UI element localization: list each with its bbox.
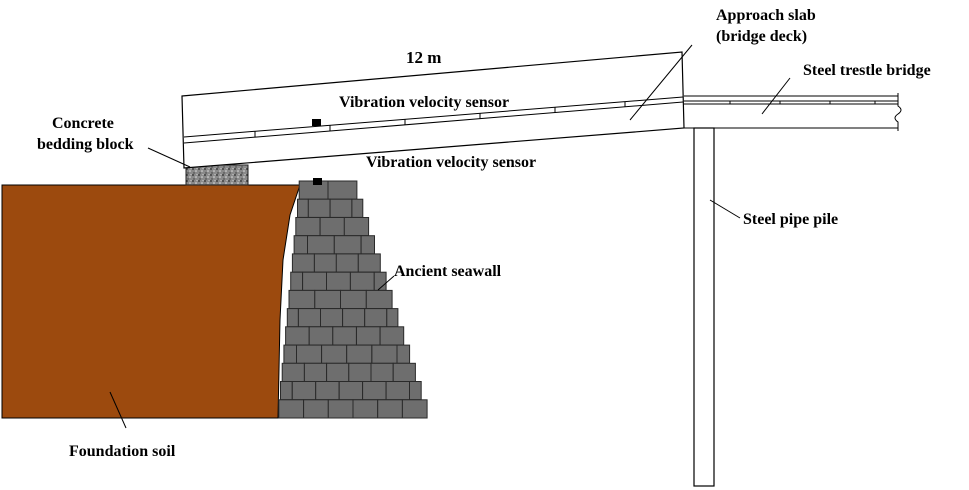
label-steel-trestle-bridge: Steel trestle bridge (803, 62, 931, 79)
seawall-brick (327, 399, 354, 419)
label-vibration-sensor-bottom: Vibration velocity sensor (366, 154, 536, 171)
seawall-brick (332, 326, 357, 346)
seawall-brick (283, 344, 297, 364)
label-ancient-seawall: Ancient seawall (394, 263, 502, 280)
seawall-brick (326, 271, 351, 291)
seawall-brick (288, 289, 316, 310)
label-bedding-block: bedding block (37, 136, 134, 153)
seawall-brick (349, 271, 375, 291)
seawall-brick (302, 271, 328, 291)
label-foundation-soil: Foundation soil (69, 443, 176, 460)
seawall-brick (321, 344, 348, 364)
seawall-brick (346, 344, 373, 364)
seawall-brick (333, 235, 362, 255)
seawall-brick (307, 198, 331, 218)
leader-approach-slab (629, 44, 693, 121)
seawall-brick (290, 271, 304, 291)
seawall-brick (297, 308, 321, 328)
vibration-sensor-slab (312, 119, 321, 126)
seawall-brick (326, 362, 350, 382)
label-dimension-12m: 12 m (406, 48, 441, 67)
seawall-brick (409, 381, 422, 401)
seawall-brick (370, 362, 394, 382)
seawall-brick (348, 362, 372, 382)
seawall-brick (342, 308, 366, 328)
ancient-seawall (278, 180, 428, 419)
seawall-brick (295, 217, 321, 237)
seawall-brick (291, 381, 317, 401)
label-steel-pipe-pile: Steel pipe pile (743, 211, 838, 228)
seawall-brick (351, 198, 364, 218)
seawall-brick (296, 344, 323, 364)
steel-trestle-bridge (684, 93, 902, 131)
seawall-brick (313, 253, 337, 273)
seawall-brick (280, 381, 293, 401)
seawall-brick (278, 399, 304, 419)
seawall-brick (319, 217, 345, 237)
seawall-brick (362, 381, 387, 401)
foundation-soil (1, 184, 301, 419)
seawall-brick (401, 399, 428, 419)
seawall-brick (371, 344, 398, 364)
leader-seawall (377, 275, 395, 291)
seawall-brick (352, 399, 379, 419)
seawall-brick (364, 308, 388, 328)
seawall-brick (365, 289, 393, 310)
label-vibration-sensor-top: Vibration velocity sensor (339, 94, 509, 111)
seawall-brick (281, 362, 305, 382)
seawall-brick (293, 235, 309, 255)
label-approach-slab-2: (bridge deck) (716, 28, 807, 45)
seawall-brick (320, 308, 344, 328)
seawall-brick (396, 344, 411, 364)
steel-pipe-pile (693, 127, 715, 487)
seawall-brick (385, 381, 411, 401)
concrete-bedding-block (185, 164, 249, 186)
seawall-brick (386, 308, 399, 328)
vibration-sensor-seawall (313, 178, 322, 185)
label-concrete: Concrete (52, 115, 114, 132)
seawall-brick (379, 326, 405, 346)
seawall-brick (291, 253, 315, 273)
seawall-brick (303, 362, 328, 382)
seawall-brick (329, 198, 353, 218)
seawall-brick (357, 253, 381, 273)
seawall-brick (335, 253, 359, 273)
seawall-brick (338, 381, 364, 401)
seawall-brick (297, 198, 309, 218)
seawall-brick (307, 235, 335, 255)
leader-trestle (761, 77, 791, 115)
seawall-brick (327, 180, 358, 200)
seawall-brick (343, 217, 370, 237)
seawall-brick (392, 362, 416, 382)
leader-foundation-soil (109, 391, 127, 429)
seawall-brick (377, 399, 403, 419)
seawall-brick (360, 235, 376, 255)
seawall-brick (303, 399, 329, 419)
label-approach-slab-1: Approach slab (716, 7, 816, 24)
seawall-brick (314, 289, 342, 310)
seawall-brick (356, 326, 381, 346)
seawall-brick (286, 308, 299, 328)
seawall-brick (340, 289, 367, 310)
leader-pipe-pile (709, 199, 741, 219)
seawall-brick (285, 326, 310, 346)
seawall-brick (315, 381, 340, 401)
leader-bedding-block (147, 147, 191, 168)
seawall-brick (308, 326, 334, 346)
